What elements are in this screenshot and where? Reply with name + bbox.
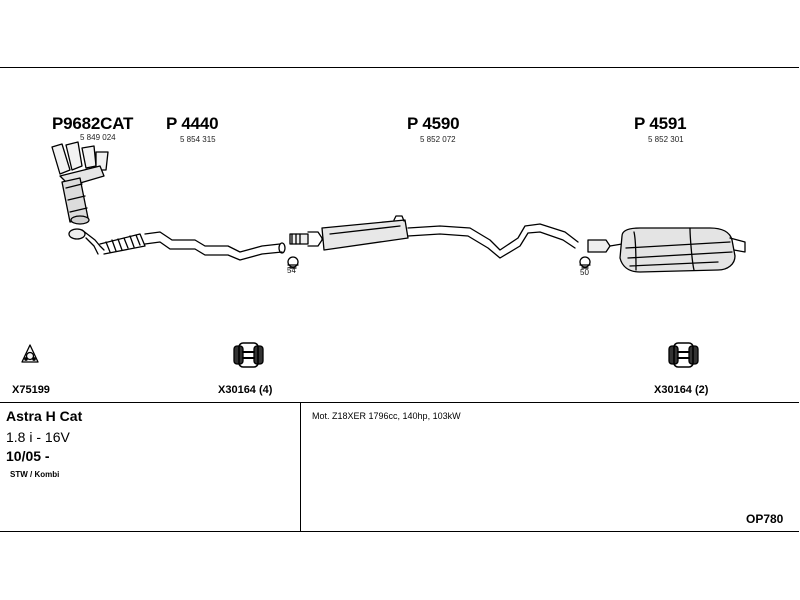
oe-number: 5 852 301 — [648, 135, 684, 144]
accessory-label: X30164 (2) — [654, 384, 709, 396]
motor-info: Mot. Z18XER 1796cc, 140hp, 103kW — [312, 411, 461, 421]
rear-silencer-part — [587, 227, 746, 273]
oe-number: 5 849 024 — [80, 133, 116, 142]
front-pipe-part — [68, 228, 286, 261]
part-number: P 4440 — [166, 114, 219, 133]
info-divider — [0, 402, 799, 403]
manifold-catalyst-part — [51, 141, 109, 225]
mounting-rubber-icon-center — [233, 342, 264, 368]
info-column-divider — [300, 402, 301, 532]
part-number: P 4591 — [634, 114, 687, 133]
oe-number: 5 854 315 — [180, 135, 216, 144]
part-number: P 4590 — [407, 114, 460, 133]
middle-silencer-part — [289, 215, 579, 259]
part-number: P9682CAT — [52, 114, 134, 133]
vehicle-body: STW / Kombi — [10, 470, 60, 479]
mounting-rubber-icon-right — [668, 342, 699, 368]
accessory-label: X30164 (4) — [218, 384, 273, 396]
gasket-icon — [21, 344, 39, 363]
oe-number: 5 852 072 — [420, 135, 456, 144]
accessory-label: X75199 — [12, 384, 50, 396]
hanger-code: 54 — [287, 266, 296, 275]
vehicle-engine: 1.8 i - 16V — [6, 429, 70, 445]
hanger-50 — [579, 256, 591, 269]
hanger-54 — [287, 256, 299, 269]
vehicle-year: 10/05 - — [6, 448, 50, 464]
reference-code: OP780 — [746, 512, 784, 526]
diagram-frame — [0, 67, 799, 532]
vehicle-model: Astra H Cat — [6, 408, 83, 424]
hanger-code: 50 — [580, 268, 589, 277]
